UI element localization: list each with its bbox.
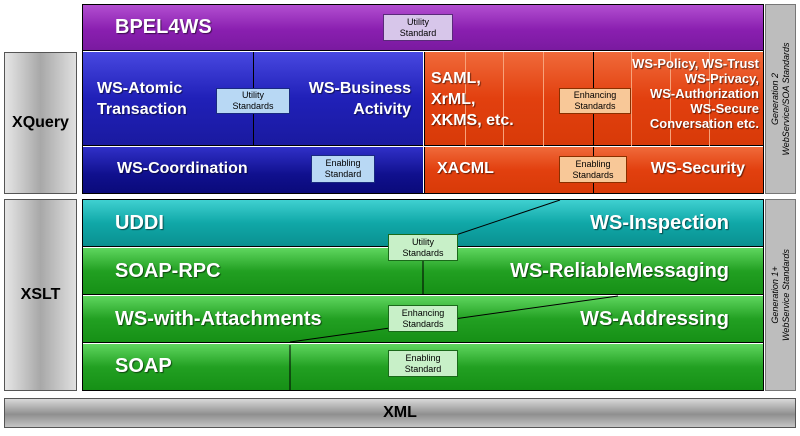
- ws-policy-trust-label: WS-Policy, WS-Trust WS-Privacy, WS-Autho…: [632, 56, 759, 131]
- bpel4ws-band: BPEL4WS Utility Standard: [83, 5, 763, 51]
- gen1-line2: WebService Standards: [780, 249, 791, 341]
- security-specs-band: SAML, XrML, XKMS, etc. WS-Policy, WS-Tru…: [424, 52, 763, 146]
- orange-stripe-1: [465, 52, 466, 146]
- saml-xrml-xkms-label: SAML, XrML, XKMS, etc.: [431, 70, 514, 129]
- ws-atomic-transaction-label: WS-Atomic Transaction: [97, 80, 187, 118]
- ws-coordination-label: WS-Coordination: [117, 160, 248, 177]
- ws-security-band: XACML WS-Security Enabling Standards: [424, 147, 763, 193]
- gen1-line1: Generation 1+: [769, 266, 780, 324]
- xslt-label: XSLT: [20, 286, 61, 303]
- xquery-column: XQuery: [4, 52, 77, 194]
- orange-stripe-2: [503, 52, 504, 146]
- ws-inspection-label: WS-Inspection: [590, 212, 729, 234]
- xslt-column: XSLT: [4, 199, 77, 391]
- xquery-label: XQuery: [12, 114, 69, 131]
- generation-1-label: Generation 1+WebService Standards: [765, 199, 796, 391]
- gen1-enhancing-chip: Enhancing Standards: [388, 305, 458, 332]
- xml-bar: XML: [4, 398, 796, 428]
- gen1-enabling-chip: Enabling Standard: [388, 350, 458, 377]
- orange-stripe-5: [670, 52, 671, 146]
- soap-label: SOAP: [115, 355, 172, 377]
- xacml-label: XACML: [437, 160, 494, 177]
- uddi-label: UDDI: [115, 212, 164, 234]
- orange-stripe-3: [543, 52, 544, 146]
- ws-coordination-band: WS-Coordination Enabling Standard: [83, 147, 423, 193]
- xml-label: XML: [383, 404, 417, 421]
- ws-addressing-label: WS-Addressing: [580, 308, 729, 330]
- ws-security-label: WS-Security: [650, 160, 745, 177]
- orange-stripe-6: [709, 52, 710, 146]
- gen2-line2: WebService/SOA Standards: [780, 42, 791, 156]
- bpel-utility-chip: Utility Standard: [383, 14, 453, 41]
- ws-with-attachments-label: WS-with-Attachments: [115, 308, 322, 330]
- ws-transaction-band: WS-Atomic Transaction WS-Business Activi…: [83, 52, 423, 146]
- transaction-utility-chip: Utility Standards: [216, 88, 290, 114]
- security-enabling-chip: Enabling Standards: [559, 156, 627, 183]
- ws-business-activity-label: WS-Business Activity: [308, 80, 411, 118]
- generation-2-stack: [82, 4, 764, 194]
- soap-rpc-label: SOAP-RPC: [115, 260, 221, 282]
- security-enhancing-chip: Enhancing Standards: [559, 88, 631, 114]
- gen1-utility-chip: Utility Standards: [388, 234, 458, 261]
- gen2-line1: Generation 2: [769, 72, 780, 126]
- coordination-enabling-chip: Enabling Standard: [311, 155, 375, 183]
- orange-stripe-4: [631, 52, 632, 146]
- ws-reliable-messaging-label: WS-ReliableMessaging: [510, 260, 729, 282]
- bpel4ws-label: BPEL4WS: [115, 16, 212, 38]
- generation-1-stack: [82, 199, 764, 391]
